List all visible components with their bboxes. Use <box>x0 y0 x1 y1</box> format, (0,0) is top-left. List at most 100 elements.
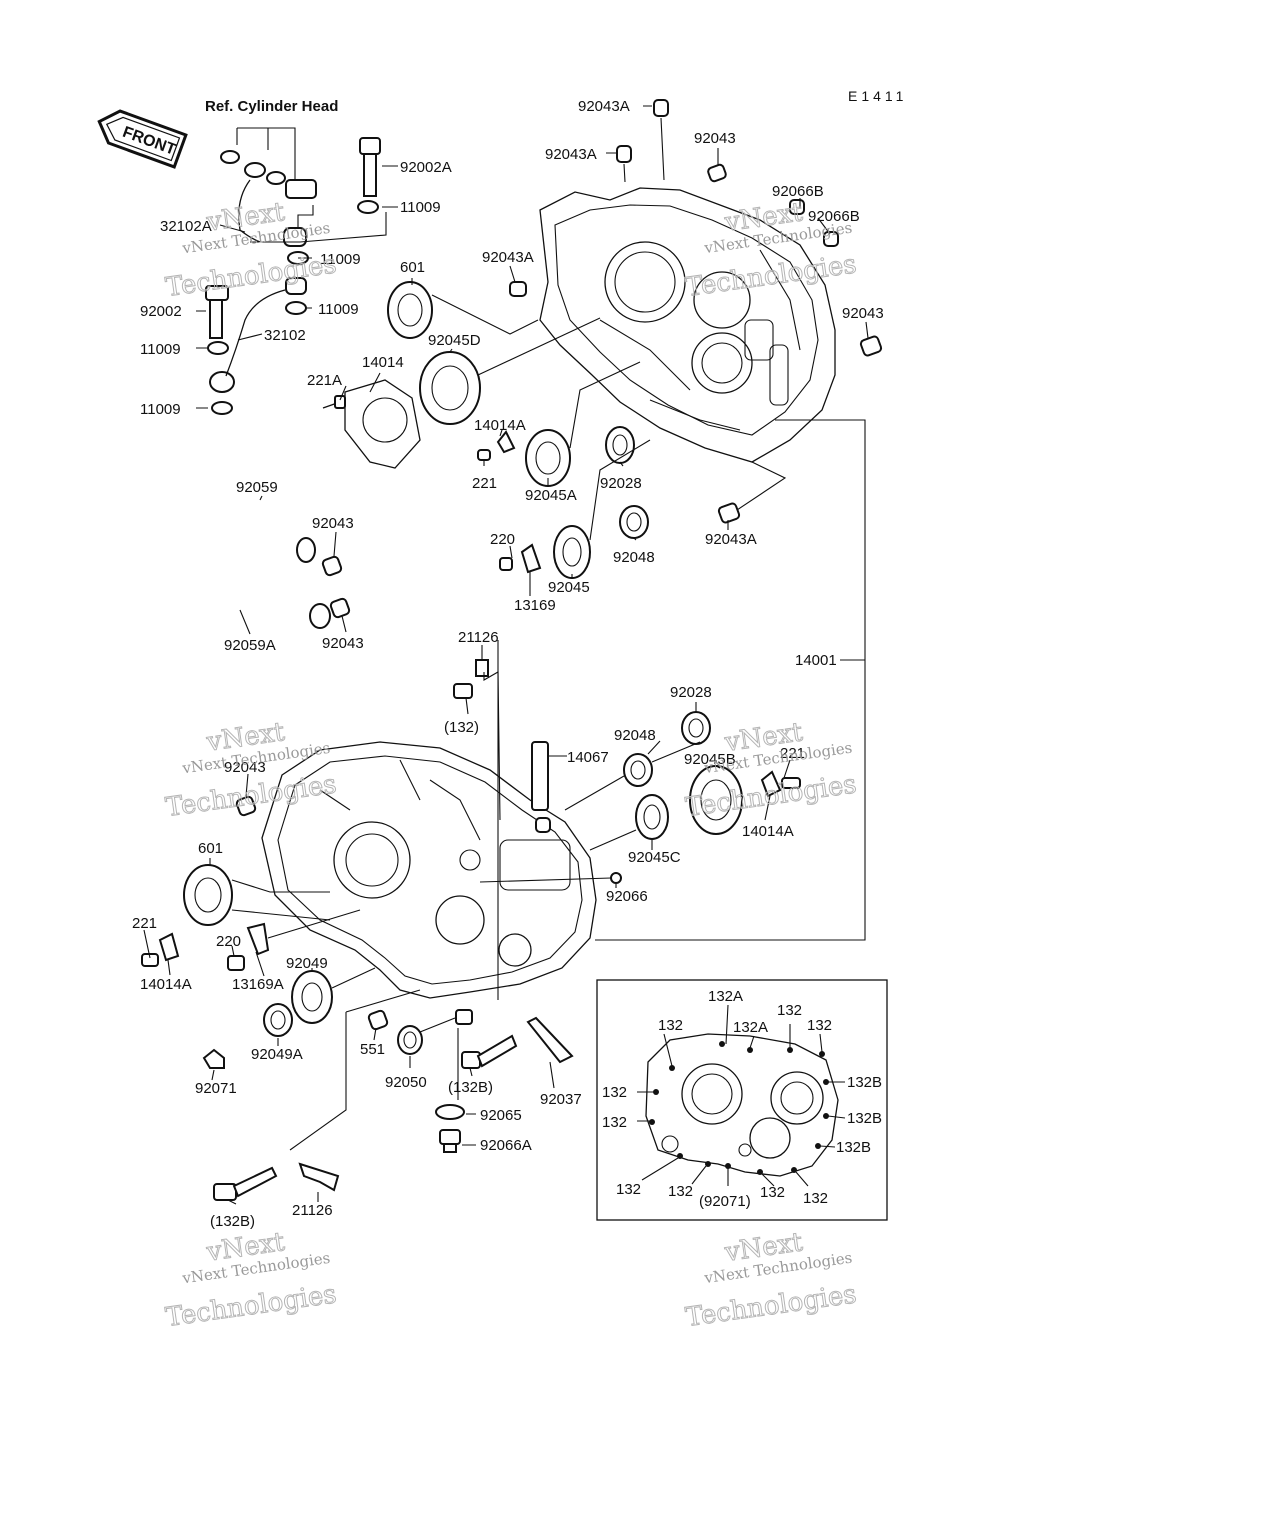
part-label: 92043 <box>224 759 266 776</box>
part-label: 221A <box>307 372 342 389</box>
part-label: 21126 <box>292 1202 333 1219</box>
part-label: 92050 <box>385 1074 427 1091</box>
inset-label: 132 <box>777 1002 802 1019</box>
part-label: 14014 <box>362 354 404 371</box>
bearing-601-top-icon <box>387 281 433 339</box>
svg-text:Technologies: Technologies <box>164 769 339 823</box>
part-label: 11009 <box>320 251 361 268</box>
diagram-code: E1411 <box>848 88 907 104</box>
lower-crankcase <box>261 741 597 999</box>
inset-label: 132B <box>847 1110 882 1127</box>
svg-text:Technologies: Technologies <box>684 249 859 303</box>
inset-label: 132 <box>602 1084 627 1101</box>
bearing-92045A-icon <box>525 429 571 487</box>
part-label: 92043 <box>842 305 884 322</box>
inset-label: 132 <box>668 1183 693 1200</box>
inset-label: 132A <box>733 1019 768 1036</box>
inset-label: 132B <box>836 1139 871 1156</box>
part-labels: 92043A 92043 92002A 92043A 11009 92066B … <box>132 98 884 1230</box>
part-label: 13169 <box>514 597 556 614</box>
leader-lines <box>143 105 869 1205</box>
part-label: (132B) <box>210 1213 255 1230</box>
part-label: 551 <box>360 1041 385 1058</box>
part-label: 221 <box>780 745 805 762</box>
bearing-92045B-icon <box>689 765 743 835</box>
part-label: 92066B <box>808 208 860 225</box>
part-label: 221 <box>472 475 497 492</box>
svg-text:Technologies: Technologies <box>164 1279 339 1333</box>
inset-label: 132 <box>807 1017 832 1034</box>
part-label: 92045C <box>628 849 681 866</box>
assembly-bracket-14001 <box>595 419 866 941</box>
part-label: (132) <box>444 719 479 736</box>
part-label: 11009 <box>318 301 359 318</box>
ref-cylinder-head-label: Ref. Cylinder Head <box>205 98 338 115</box>
part-label: 92045D <box>428 332 481 349</box>
part-label: 92049A <box>251 1046 303 1063</box>
inset-label: (92071) <box>699 1193 751 1210</box>
part-label: 92002A <box>400 159 452 176</box>
watermark: vNext vNext Technologies Technologies <box>163 1227 339 1334</box>
part-label: 14014A <box>474 417 526 434</box>
part-label: 92043A <box>705 531 757 548</box>
part-label: 92002 <box>140 303 182 320</box>
part-label: 14014A <box>742 823 794 840</box>
part-label: 14014A <box>140 976 192 993</box>
part-label: 32102 <box>264 327 306 344</box>
inset-labels: 132A 132 132A 132 132 132B 132 132B 132 … <box>602 988 882 1210</box>
part-label: 601 <box>400 259 425 276</box>
part-label: 92049 <box>286 955 328 972</box>
part-label: 92048 <box>614 727 656 744</box>
part-label: 11009 <box>400 199 441 216</box>
part-label: 92043A <box>545 146 597 163</box>
part-label: 92045 <box>548 579 590 596</box>
watermark: vNext vNext Technologies Technologies <box>163 197 339 304</box>
part-label: 92043 <box>312 515 354 532</box>
bolt-location-inset <box>596 979 888 1221</box>
part-label: 601 <box>198 840 223 857</box>
upper-crankcase <box>539 187 836 463</box>
part-label: 92066 <box>606 888 648 905</box>
part-label: 14067 <box>567 749 609 766</box>
inset-label: 132A <box>708 988 743 1005</box>
part-label: 92037 <box>540 1091 582 1108</box>
part-label: 92043A <box>578 98 630 115</box>
bearing-92045D-icon <box>419 351 481 425</box>
part-label: (132B) <box>448 1079 493 1096</box>
part-label: 32102A <box>160 218 212 235</box>
part-label: 92043 <box>322 635 364 652</box>
part-label: 92045A <box>525 487 577 504</box>
part-label: 92066A <box>480 1137 532 1154</box>
part-label: 220 <box>490 531 515 548</box>
part-label: 92059 <box>236 479 278 496</box>
part-label: 220 <box>216 933 241 950</box>
part-label: 92043A <box>482 249 534 266</box>
svg-text:Technologies: Technologies <box>684 1279 859 1333</box>
part-label: 11009 <box>140 401 181 418</box>
inset-label: 132 <box>602 1114 627 1131</box>
inset-label: 132B <box>847 1074 882 1091</box>
inset-label: 132 <box>616 1181 641 1198</box>
part-label: 14001 <box>795 652 837 669</box>
part-label: 13169A <box>232 976 284 993</box>
watermark: vNext vNext Technologies Technologies <box>683 1227 859 1334</box>
part-label: 92059A <box>224 637 276 654</box>
part-label: 92048 <box>613 549 655 566</box>
part-label: 21126 <box>458 629 499 646</box>
part-label: 92045B <box>684 751 736 768</box>
part-label: 92066B <box>772 183 824 200</box>
part-label: 92028 <box>670 684 712 701</box>
inset-label: 132 <box>760 1184 785 1201</box>
part-label: 92071 <box>195 1080 237 1097</box>
svg-text:Technologies: Technologies <box>164 249 339 303</box>
inset-label: 132 <box>803 1190 828 1207</box>
front-arrow-icon: FRONT <box>97 109 188 169</box>
bearing-601-low-icon <box>183 864 233 926</box>
part-label: 221 <box>132 915 157 932</box>
small-parts <box>141 99 883 1201</box>
inset-label: 132 <box>658 1017 683 1034</box>
watermark: vNext vNext Technologies Technologies <box>163 717 339 824</box>
part-label: 92043 <box>694 130 736 147</box>
part-label: 11009 <box>140 341 181 358</box>
